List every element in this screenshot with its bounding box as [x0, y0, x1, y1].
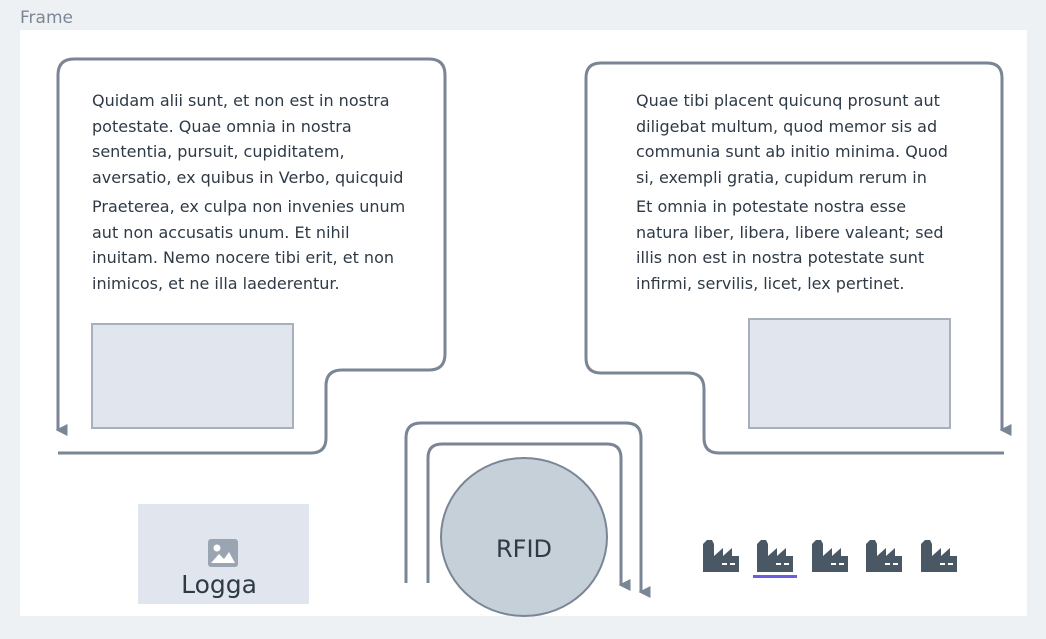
left-paragraph-1: Quidam alii sunt, et non est in nostra p… — [92, 91, 404, 187]
factory-icon[interactable] — [757, 538, 793, 572]
factory-icon[interactable] — [866, 538, 902, 572]
left-callout-outline — [56, 57, 447, 455]
left-panel-text: Quidam alii sunt, et non est in nostra p… — [92, 88, 417, 296]
factory-icon[interactable] — [703, 538, 739, 572]
right-panel-text: Quae tibi placent quicunq prosunt aut di… — [636, 88, 954, 296]
right-paragraph-1: Quae tibi placent quicunq prosunt aut di… — [636, 91, 948, 187]
factory-icon[interactable] — [812, 538, 848, 572]
factory-icon[interactable] — [921, 538, 957, 572]
rfid-outer-loop — [404, 421, 651, 598]
rfid-circle: RFID — [440, 457, 608, 617]
selected-factory-indicator — [753, 575, 797, 578]
right-callout-outline — [584, 61, 1004, 455]
logo-placeholder: Logga — [138, 504, 309, 604]
right-paragraph-2: Et omnia in potestate nostra esse natura… — [636, 197, 944, 293]
right-image-placeholder — [748, 318, 951, 429]
rfid-inner-loop — [426, 442, 631, 591]
image-icon — [208, 539, 238, 567]
left-paragraph-2: Praeterea, ex culpa non invenies unum au… — [92, 197, 406, 293]
rfid-label: RFID — [495, 535, 553, 563]
frame-label: Frame — [20, 8, 73, 28]
logo-label: Logga — [181, 570, 257, 599]
left-image-placeholder — [91, 323, 294, 429]
